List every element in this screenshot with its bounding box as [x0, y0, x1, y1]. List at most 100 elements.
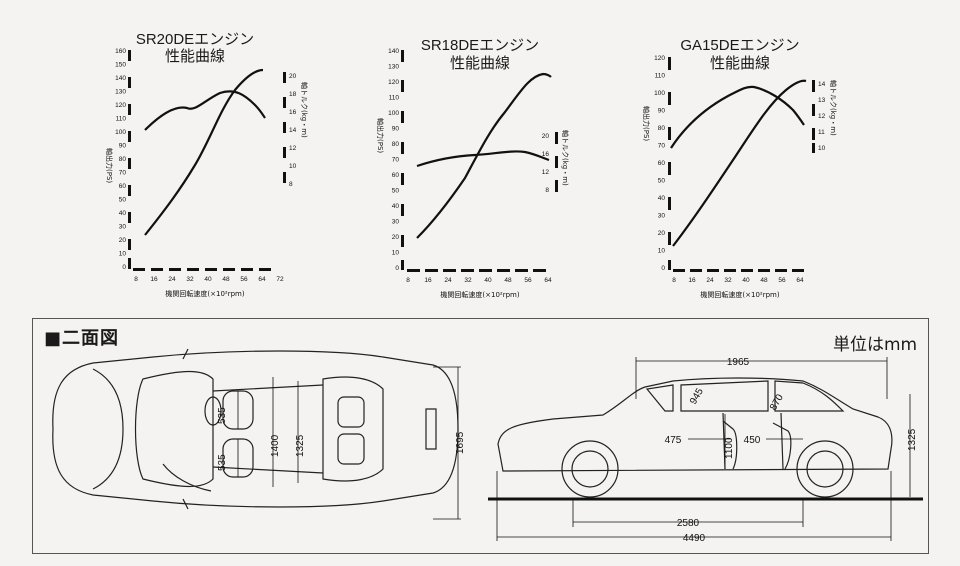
x-tick-labels: 8 16 24 32 40 48 56 64 72 [134, 276, 284, 283]
sr20de-performance-chart: SR20DEエンジン 性能曲線 160 150 140 130 120 110 … [95, 30, 309, 310]
y-right-tick: 12 [289, 145, 297, 152]
power-curve [416, 72, 552, 239]
y-right-tick: 18 [289, 91, 297, 98]
dim-1400: 1400 [270, 434, 281, 457]
x-tick: 24 [168, 276, 176, 283]
x-tick: 72 [276, 276, 284, 283]
x-tick: 8 [134, 276, 138, 283]
chart-title-line1: SR20DEエンジン [136, 31, 254, 48]
x-axis-label: 機関回転速度(×10²rpm) [700, 290, 779, 299]
dim-450: 450 [744, 435, 761, 446]
y-left-tick: 0 [661, 265, 665, 272]
x-tick: 64 [258, 276, 266, 283]
x-tick: 32 [464, 277, 472, 284]
y-left-tick: 40 [392, 203, 400, 210]
side-view [497, 377, 893, 498]
unit-label: 単位はmm [833, 335, 918, 355]
y-left-axis [668, 57, 671, 270]
y-left-tick: 70 [392, 157, 400, 164]
x-tick: 16 [688, 277, 696, 284]
dim-475: 475 [665, 435, 682, 446]
y-left-tick: 130 [388, 64, 399, 71]
y-left-tick-labels: 160 150 140 130 120 110 100 90 80 70 60 … [115, 48, 126, 271]
y-left-tick: 20 [119, 237, 127, 244]
x-tick-labels: 8 16 24 32 40 48 56 64 [406, 277, 552, 284]
y-left-tick: 100 [388, 110, 399, 117]
y-right-tick: 8 [289, 181, 293, 188]
sr18de-performance-chart: SR18DEエンジン 性能曲線 140 130 120 110 100 90 8… [365, 30, 575, 310]
torque-curve [670, 85, 805, 149]
y-left-tick: 0 [395, 265, 399, 272]
y-left-tick: 140 [388, 48, 399, 55]
x-tick: 8 [672, 277, 676, 284]
y-left-tick: 40 [119, 210, 127, 217]
y-left-tick: 50 [658, 178, 666, 185]
y-left-tick-labels: 140 130 120 110 100 90 80 70 60 50 40 30… [388, 48, 399, 272]
y-left-tick: 20 [392, 234, 400, 241]
section-title: ■二面図 [44, 328, 120, 349]
two-view-drawing: 535 535 1400 1325 1695 [33, 319, 926, 555]
x-tick: 48 [222, 276, 230, 283]
power-curve [144, 68, 264, 236]
dim-1325-side: 1325 [907, 428, 918, 451]
y-right-axis-label: 軸トルク(kg・m) [561, 130, 570, 186]
dim-535-lower: 535 [217, 454, 228, 471]
x-tick: 56 [240, 276, 248, 283]
y-left-tick: 120 [115, 102, 126, 109]
y-left-tick: 10 [392, 250, 400, 257]
dim-4490: 4490 [683, 533, 706, 544]
y-left-tick: 90 [658, 108, 666, 115]
torque-curve [144, 90, 266, 131]
x-tick: 16 [424, 277, 432, 284]
x-tick: 56 [778, 277, 786, 284]
ga15de-performance-chart: GA15DEエンジン 性能曲線 120 110 100 90 80 70 60 … [628, 30, 838, 310]
y-right-axis [283, 72, 286, 183]
y-left-tick: 80 [658, 125, 666, 132]
power-curve [672, 79, 807, 247]
y-left-tick: 60 [392, 172, 400, 179]
x-tick: 40 [742, 277, 750, 284]
y-right-tick: 10 [818, 145, 826, 152]
y-left-axis [401, 50, 404, 270]
y-right-tick: 14 [818, 81, 826, 88]
y-left-tick: 60 [658, 160, 666, 167]
y-left-tick: 80 [119, 156, 127, 163]
y-left-tick: 80 [392, 141, 400, 148]
x-axis [673, 269, 804, 272]
x-tick: 8 [406, 277, 410, 284]
chart-title-line1: GA15DEエンジン [680, 37, 799, 54]
y-right-tick: 16 [542, 151, 550, 158]
y-left-axis [128, 50, 131, 269]
x-axis-label: 機関回転速度(×10²rpm) [165, 289, 244, 298]
y-right-tick: 12 [542, 169, 550, 176]
y-right-tick: 12 [818, 113, 826, 120]
y-left-tick: 40 [658, 195, 666, 202]
x-tick: 32 [186, 276, 194, 283]
dim-2580: 2580 [677, 518, 700, 529]
y-left-tick: 90 [392, 126, 400, 133]
y-left-tick: 50 [392, 188, 400, 195]
y-left-tick: 110 [116, 116, 127, 123]
y-left-tick: 120 [654, 55, 665, 62]
y-right-tick-labels: 14 13 12 11 10 [818, 81, 826, 152]
dim-1100: 1100 [724, 437, 735, 459]
top-view [52, 348, 459, 510]
dim-1965: 1965 [727, 357, 750, 368]
y-left-axis-label: 軸出力(PS) [105, 148, 114, 183]
dim-1695: 1695 [455, 431, 466, 454]
x-tick: 48 [760, 277, 768, 284]
x-tick: 32 [724, 277, 732, 284]
y-right-axis [555, 132, 558, 192]
chart-title-line2: 性能曲線 [710, 55, 770, 72]
y-right-tick: 10 [289, 163, 297, 170]
chart-title-line1: SR18DEエンジン [421, 37, 539, 54]
y-right-tick: 14 [289, 127, 297, 134]
chart-title-line2: 性能曲線 [165, 48, 225, 65]
y-right-tick: 16 [289, 109, 297, 116]
x-tick: 40 [204, 276, 212, 283]
y-left-tick: 140 [115, 75, 126, 82]
y-left-axis-label: 軸出力(PS) [642, 106, 651, 141]
y-left-tick: 150 [115, 62, 126, 69]
side-view-dimensions [496, 357, 911, 541]
